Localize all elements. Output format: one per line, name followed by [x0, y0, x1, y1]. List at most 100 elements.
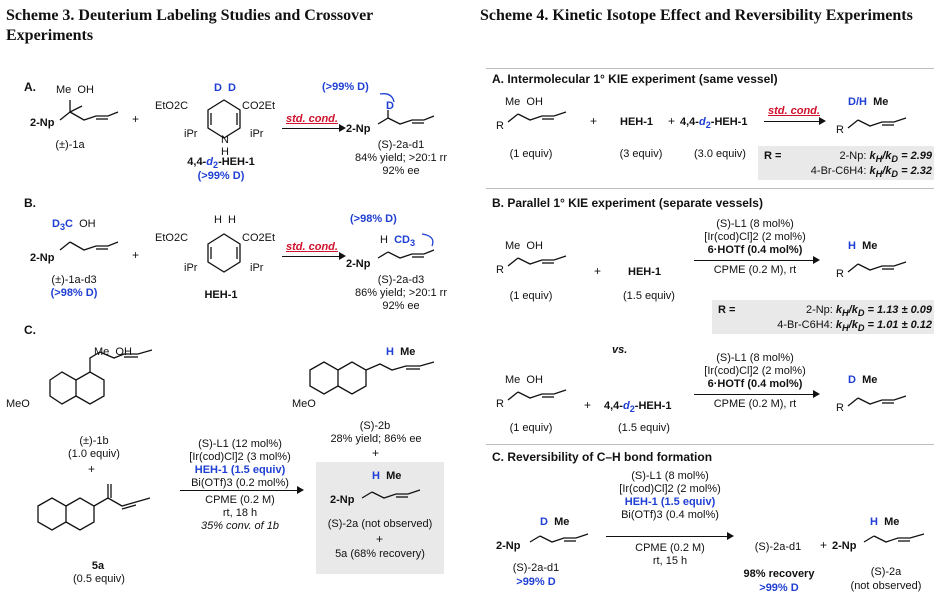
kie-b2-cond-3: 6·HOTf (0.4 mol%)	[707, 378, 803, 390]
kie-a-sm-structure	[507, 111, 567, 123]
substrate-1a-label: (±)-1a	[55, 139, 85, 151]
plus-sign: +	[584, 398, 592, 412]
kie-a-row-2: 4-Br-C6H4: kH/kD = 2.32	[810, 165, 932, 180]
std-cond-a: std. cond.	[286, 113, 338, 125]
rev-cond-time: rt, 15 h	[652, 555, 688, 567]
cond-c-4: Bi(OTf)3 (0.2 mol%)	[191, 477, 289, 489]
substrate-1b-me-oh: Me OH	[94, 346, 132, 358]
product-2a-not-observed: (S)-2a (not observed)	[327, 518, 433, 530]
ester-left-b: EtO2C	[155, 232, 189, 244]
substrate-1a-d3-label: (±)-1a-d3	[51, 274, 97, 286]
kie-a-product-dh: D/H Me	[848, 96, 889, 108]
rev-cond-3: HEH-1 (1.5 equiv)	[624, 496, 716, 508]
product-2b-yield: 28% yield; 86% ee	[330, 433, 422, 445]
rev-product1: (S)-2a-d1	[754, 541, 802, 553]
product-b-ee: 92% ee	[382, 300, 420, 312]
kie-a-r-eq: R =	[764, 150, 782, 162]
divider	[486, 68, 934, 69]
kie-b-arrow-2	[694, 390, 820, 398]
substrate-1a-d3-purity: (>98% D)	[50, 287, 98, 299]
plus-sign: +	[88, 462, 96, 476]
kie-b-heh: HEH-1	[628, 266, 662, 278]
rev-p2-structure	[863, 533, 925, 543]
product-a-group: 2-Np	[346, 123, 371, 135]
crossover-h-me: H Me	[372, 470, 402, 482]
plus-sign: +	[372, 446, 380, 460]
substrate-1a-d3-structure	[59, 241, 119, 251]
rev-c-heading: C. Reversibility of C–H bond formation	[492, 450, 713, 464]
rev-cond-2: [Ir(cod)Cl]2 (2 mol%)	[619, 483, 721, 495]
deuterium-atoms: D D	[214, 82, 236, 94]
kie-a-heading: A. Intermolecular 1° KIE experiment (sam…	[492, 72, 778, 86]
kie-b2-sm-structure	[507, 389, 567, 401]
kie-b-cond-2: [Ir(cod)Cl]2 (2 mol%)	[704, 231, 806, 243]
kie-b-cond-1: (S)-L1 (8 mol%)	[716, 218, 794, 230]
conditions-c: (S)-L1 (12 mol%) [Ir(cod)Cl]2 (3 mol%) H…	[175, 438, 305, 490]
plus-sign: +	[132, 112, 140, 126]
scheme4-title: Scheme 4. Kinetic Isotope Effect and Rev…	[480, 7, 913, 24]
plus-sign: +	[820, 538, 828, 552]
callout-b: (>98% D)	[350, 213, 397, 225]
product-b-yield: 86% yield; >20:1 rr	[354, 287, 448, 299]
cond-c-1: (S)-L1 (12 mol%)	[198, 438, 282, 450]
ester-right-b: CO2Et	[242, 232, 276, 244]
rev-sm-label: (S)-2a-d1	[512, 562, 560, 574]
cond-c-3: HEH-1 (1.5 equiv)	[194, 464, 286, 476]
kie-b-product-structure	[847, 261, 907, 273]
plus-sign: +	[376, 532, 384, 546]
meo-label: MeO	[6, 398, 30, 410]
substrate-1a-d3-cd3: D3C OH	[52, 218, 96, 233]
kie-b2-sm-me-oh: Me OH	[505, 374, 543, 386]
product-2b-label: (S)-2b	[359, 420, 391, 432]
ester-right: CO2Et	[242, 100, 276, 112]
kie-b-group-2: 4-Br-C6H4:	[777, 319, 833, 331]
plus-sign: +	[132, 248, 140, 262]
rev-p2-group: 2-Np	[832, 540, 857, 552]
rev-cond-solvent: CPME (0.2 M)	[635, 542, 705, 554]
ipr-right-b: iPr	[250, 262, 264, 274]
cd3-group: H CD3	[380, 234, 416, 249]
rev-recovery: 98% recovery	[743, 568, 815, 580]
kie-a-arrow	[764, 117, 826, 125]
scheme3-part-a-label: A.	[24, 80, 36, 94]
scheme3-part-c-label: C.	[24, 323, 36, 337]
scheme3-part-b-label: B.	[24, 196, 36, 210]
kie-a-heh: HEH-1	[620, 116, 654, 128]
d-atom-a: D	[386, 100, 394, 112]
kie-a-dheh: 4,4-d2-HEH-1	[680, 116, 748, 131]
kie-a-product-structure	[847, 117, 907, 129]
divider	[486, 188, 934, 189]
kie-a-group-2: 4-Br-C6H4:	[810, 165, 867, 177]
kie-b-r: R	[496, 264, 504, 276]
rev-cond-1: (S)-L1 (8 mol%)	[631, 470, 709, 482]
product-2a-structure	[361, 489, 421, 499]
kie-b2-solvent: CPME (0.2 M), rt	[713, 398, 797, 410]
ipr-right: iPr	[250, 128, 264, 140]
kie-b2-conditions: (S)-L1 (8 mol%) [Ir(cod)Cl]2 (2 mol%) 6·…	[690, 352, 820, 391]
product-2b-structure	[309, 361, 435, 395]
kie-b2-product-d: D Me	[848, 374, 878, 386]
heh-d2-structure	[207, 99, 241, 139]
substrate-5a-equiv: (0.5 equiv)	[73, 573, 125, 585]
kie-b-group-1: 2-Np:	[805, 304, 833, 316]
cond-c-time: rt, 18 h	[222, 507, 258, 519]
rev-sm-structure	[529, 533, 589, 543]
kie-b-arrow-1	[694, 256, 820, 264]
rev-recovery-purity: >99% D	[759, 582, 799, 594]
vs-label: vs.	[612, 344, 628, 356]
h-atoms: H H	[214, 214, 236, 226]
rev-product2-note: (not observed)	[850, 580, 922, 592]
reaction-arrow-a	[282, 124, 346, 132]
plus-sign: +	[594, 264, 602, 278]
substrate-1a-structure	[59, 100, 119, 121]
scheme3-title: Scheme 3. Deuterium Labeling Studies and…	[6, 7, 373, 44]
kie-b-heh-equiv: (1.5 equiv)	[623, 290, 675, 302]
heh-d2-label: 4,4-d2-HEH-1	[187, 156, 255, 171]
kie-b-solvent: CPME (0.2 M), rt	[713, 264, 797, 276]
heh-label: HEH-1	[204, 289, 238, 301]
rev-sm-d-me: D Me	[540, 516, 570, 528]
kie-b2-cond-1: (S)-L1 (8 mol%)	[716, 352, 794, 364]
kie-b2-cond-2: [Ir(cod)Cl]2 (2 mol%)	[704, 365, 806, 377]
kie-b-sm-equiv: (1 equiv)	[509, 290, 553, 302]
divider	[486, 444, 934, 445]
